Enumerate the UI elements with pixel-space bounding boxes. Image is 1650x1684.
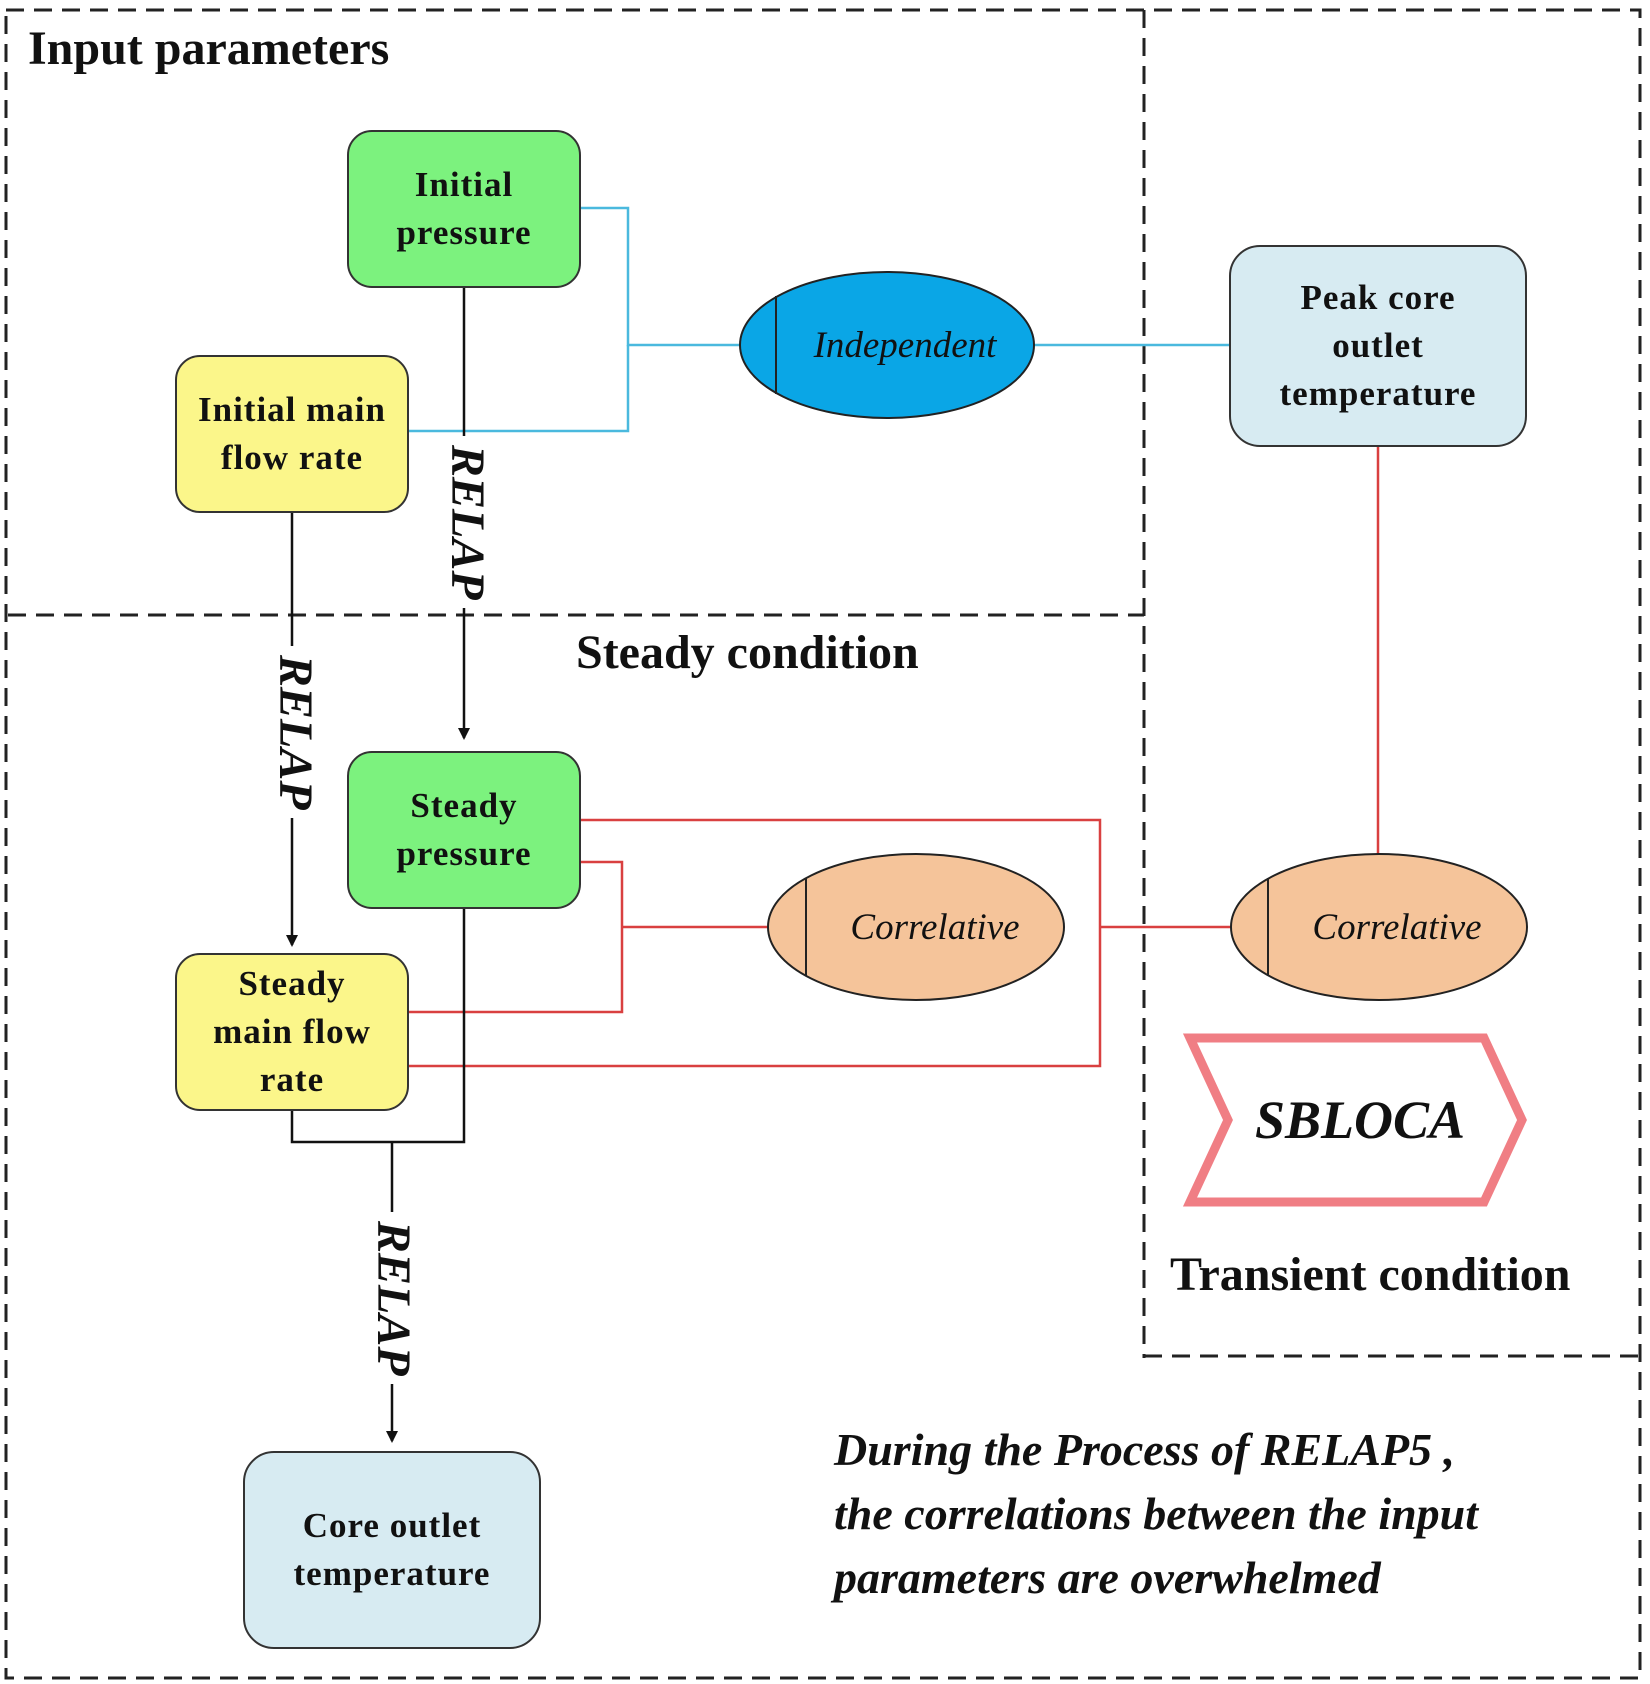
correlative-transient-ellipse: [1230, 853, 1528, 1001]
core-outlet-box: [243, 1451, 541, 1649]
relap-label-pressure: RELAP: [441, 436, 494, 608]
steady-pressure-label: Steady pressure: [396, 786, 532, 873]
core-outlet-label: Core outlet temperature: [293, 1506, 491, 1593]
correlative-link-steady-pressure-inner: [408, 860, 624, 1014]
steady-flow-box: [175, 953, 409, 1111]
independent-ellipse: [739, 271, 1035, 419]
outer-border: [4, 8, 1642, 1680]
steady-merge-line: [290, 906, 466, 1144]
sbloca-chevron: [1182, 1033, 1527, 1207]
correlative-steady-ellipse: [767, 853, 1065, 1001]
initial-pressure-box: [347, 130, 581, 288]
independent-link-flow: [408, 345, 630, 433]
correlative-transient-label: Correlative: [1312, 906, 1482, 948]
peak-core-label: Peak core outlet temperature: [1279, 278, 1477, 413]
input-parameters-title: Input parameters: [28, 21, 390, 75]
independent-link-pressure: [580, 206, 740, 347]
initial-flow-box: [175, 355, 409, 513]
correlative-steady-label: Correlative: [850, 906, 1020, 948]
initial-flow-label: Initial main flow rate: [197, 390, 386, 477]
steady-condition-title: Steady condition: [576, 625, 919, 679]
peak-core-box: [1229, 245, 1527, 447]
steady-pressure-box: [347, 751, 581, 909]
sbloca-label: SBLOCA: [1254, 1090, 1466, 1150]
independent-label: Independent: [813, 324, 997, 366]
correlative-link-steady-outer: [408, 818, 1102, 1068]
transient-condition-title: Transient condition: [1170, 1247, 1571, 1301]
relap-label-core: RELAP: [367, 1212, 420, 1384]
process-note: During the Process of RELAP5 , the corre…: [834, 1424, 1479, 1603]
steady-flow-label: Steady main flow rate: [213, 964, 371, 1099]
relap-label-flow: RELAP: [269, 646, 322, 818]
initial-pressure-label: Initial pressure: [396, 165, 532, 252]
